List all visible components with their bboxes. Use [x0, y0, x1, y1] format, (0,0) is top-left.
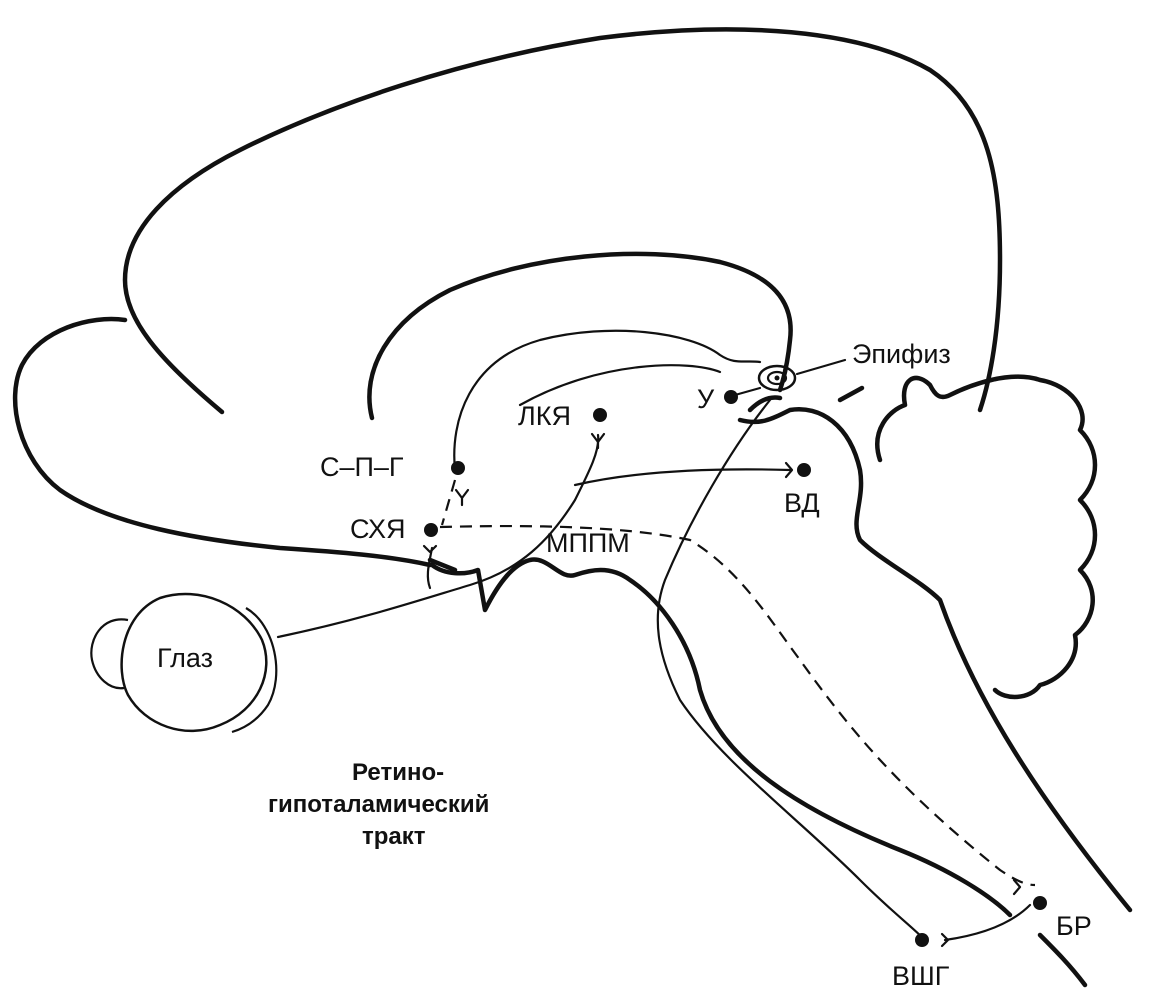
epiphysis-pointer	[797, 360, 845, 374]
label-vd: ВД	[784, 488, 820, 518]
synapse-mark-spg	[456, 490, 468, 505]
cerebellum-outline	[877, 377, 1095, 697]
label-vshg: ВШГ	[892, 961, 950, 991]
epiphysis-icon	[759, 366, 795, 390]
synapse-mark-scn	[424, 546, 436, 552]
nucleus-vshg	[915, 933, 929, 947]
vshg-to-br-tract	[945, 905, 1030, 940]
scn-to-br-dashed-tract	[440, 526, 1035, 885]
spg-to-scn-dashed-tract	[442, 480, 455, 525]
caption-line-3: тракт	[362, 823, 426, 850]
label-spg: С–П–Г	[320, 452, 404, 482]
tectum-mark	[840, 388, 862, 400]
chiasm-to-scn-tract	[428, 548, 432, 588]
brainstem-lower-line	[1040, 935, 1085, 985]
label-lkya: ЛКЯ	[518, 401, 571, 431]
label-u: У	[697, 384, 715, 414]
caption-line-2: гипоталамический	[268, 791, 489, 818]
label-mppm: МППМ	[546, 528, 630, 558]
label-br: БР	[1056, 911, 1092, 941]
hypothalamus-outline	[432, 560, 1010, 915]
nucleus-skhya	[424, 523, 438, 537]
nucleus-br	[1033, 896, 1047, 910]
caption-line-1: Ретино-	[352, 759, 444, 786]
descending-sympathetic-tract	[658, 400, 925, 940]
retina-to-vd-tract	[575, 469, 790, 485]
nucleus-lkya	[593, 408, 607, 422]
nucleus-u	[724, 390, 738, 404]
u-to-epiphysis-tract	[735, 388, 760, 395]
nucleus-spg	[451, 461, 465, 475]
label-eye: Глаз	[157, 643, 213, 673]
epiphysis-ascending-tract	[520, 365, 720, 405]
nucleus-vd	[797, 463, 811, 477]
label-epiphysis: Эпифиз	[852, 339, 951, 369]
label-skhya: СХЯ	[350, 514, 406, 544]
